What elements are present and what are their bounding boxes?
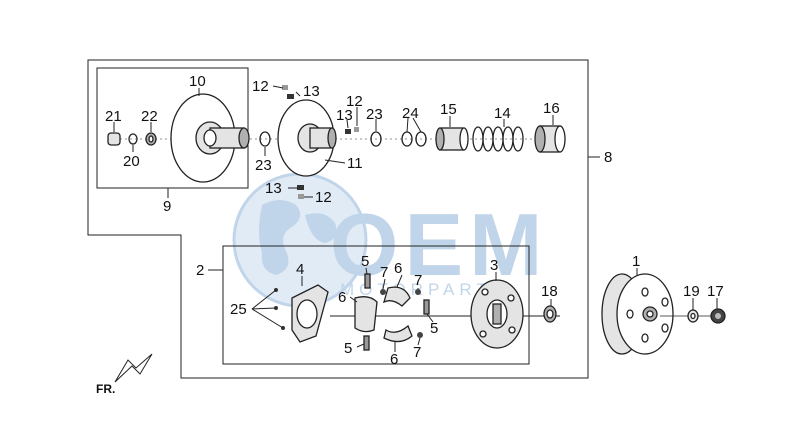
callout-2: 2 xyxy=(196,262,204,279)
part-21-bearing xyxy=(107,132,121,146)
part-15-guide-collar xyxy=(435,127,469,151)
callout-14: 14 xyxy=(494,105,511,122)
callout-3: 3 xyxy=(490,257,498,274)
part-13-pin-top xyxy=(287,94,294,99)
part-22-seal xyxy=(145,132,157,146)
part-6-shoe-bottom xyxy=(383,324,413,343)
part-12-roller-low xyxy=(298,194,304,199)
watermark-continents xyxy=(259,200,337,275)
group-9-box xyxy=(96,67,249,189)
part-17-nut xyxy=(710,308,726,324)
callout-22: 22 xyxy=(141,108,158,125)
front-label: FR. xyxy=(96,382,115,396)
part-1-clutch-bell xyxy=(601,273,674,355)
callout-23-right: 23 xyxy=(366,106,383,123)
part-10-driven-face xyxy=(170,93,250,183)
callout-17: 17 xyxy=(707,283,724,300)
part-20-oring xyxy=(128,133,138,145)
callout-13-low: 13 xyxy=(265,180,282,197)
part-12-roller-top xyxy=(282,85,288,90)
assembly-outline xyxy=(87,59,589,379)
callout-5-bottom: 5 xyxy=(344,340,352,357)
part-5-spring-right xyxy=(423,299,430,315)
part-7-damper-right xyxy=(415,289,421,295)
part-6-shoe-top xyxy=(382,286,411,307)
callout-4: 4 xyxy=(296,261,304,278)
callout-8: 8 xyxy=(604,149,612,166)
part-13-pin-low xyxy=(297,185,304,190)
part-13-pin-mid xyxy=(345,129,351,134)
watermark-sub: MOTORPARTS xyxy=(340,280,508,299)
part-19-washer xyxy=(687,309,699,323)
watermark: OEM MOTORPARTS xyxy=(232,172,542,308)
callout-12-low: 12 xyxy=(315,189,332,206)
callout-19: 19 xyxy=(683,283,700,300)
leader-lines xyxy=(113,85,718,352)
part-14-spring xyxy=(472,126,524,152)
callout-5-right: 5 xyxy=(430,320,438,337)
part-7-damper-top xyxy=(380,289,386,295)
callout-7-top: 7 xyxy=(380,264,388,281)
callout-1: 1 xyxy=(632,253,640,270)
part-18-washer xyxy=(543,305,557,323)
callouts: 1 2 3 4 5 5 5 6 6 6 7 7 7 8 9 10 11 12 1… xyxy=(105,73,724,368)
part-12-roller-mid xyxy=(354,127,359,132)
part-23-oring-right xyxy=(370,131,382,147)
callout-11: 11 xyxy=(347,155,363,172)
callout-10: 10 xyxy=(189,73,206,90)
callout-12-mid: 12 xyxy=(346,93,363,110)
callout-12-top: 12 xyxy=(252,78,269,95)
callout-23-left: 23 xyxy=(255,157,272,174)
callout-25: 25 xyxy=(230,301,247,318)
part-11-moving-face xyxy=(277,99,337,177)
callout-18: 18 xyxy=(541,283,558,300)
callout-24: 24 xyxy=(402,105,419,122)
callout-6-bottom: 6 xyxy=(390,351,398,368)
part-23-oring-left xyxy=(259,131,271,147)
part-5-spring-bottom xyxy=(363,335,370,351)
callout-21: 21 xyxy=(105,108,122,125)
part-6-shoe-left xyxy=(354,296,378,333)
callout-6-left: 6 xyxy=(338,289,346,306)
callout-9: 9 xyxy=(163,198,171,215)
callout-16: 16 xyxy=(543,100,560,117)
callout-7-bottom: 7 xyxy=(413,344,421,361)
callout-5-top: 5 xyxy=(361,253,369,270)
callout-13-mid: 13 xyxy=(336,107,353,124)
part-5-spring-top xyxy=(364,273,371,289)
callout-7-right: 7 xyxy=(414,272,422,289)
callout-20: 20 xyxy=(123,153,140,170)
part-4-clutch-plate xyxy=(291,284,329,343)
part-16-spring-seat xyxy=(534,125,566,153)
callout-6-top: 6 xyxy=(394,260,402,277)
part-7-damper-bottom xyxy=(417,332,423,338)
callout-15: 15 xyxy=(440,101,457,118)
part-3-drive-plate xyxy=(470,279,524,349)
group-2-box xyxy=(222,245,530,365)
front-direction-arrow: FR. xyxy=(96,353,153,396)
callout-13-top: 13 xyxy=(303,83,320,100)
